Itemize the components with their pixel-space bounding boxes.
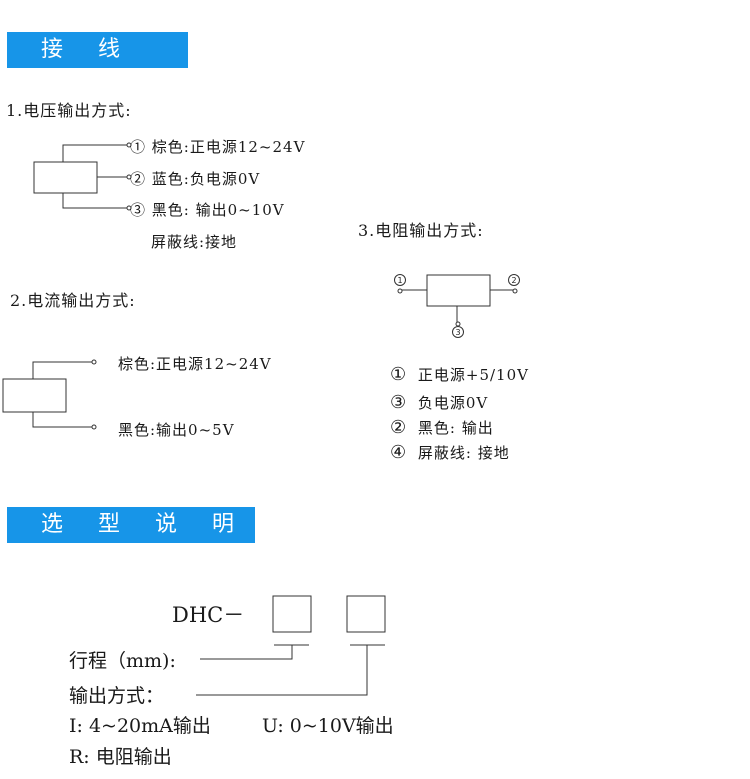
model-code-prefix: DHC－ [172, 603, 245, 627]
current-wire-black [32, 412, 92, 428]
resistor-output-title: 3.电阻输出方式: [358, 221, 484, 240]
current-sensor-box [2, 378, 67, 413]
stroke-leader-line [200, 645, 293, 660]
current-output-title: 2.电流输出方式: [10, 291, 136, 310]
voltage-pin1-label: ① 棕色:正电源12~24V [130, 138, 306, 156]
legend-item: ③ 负电源0V [390, 392, 488, 413]
current-black-label: 黑色:输出0~5V [118, 421, 235, 439]
selection-guide-banner: 选 型 说 明 [7, 507, 255, 543]
legend-mark: ② [390, 417, 407, 438]
current-wire-brown [32, 361, 92, 379]
selection-banner-label: 选 型 说 明 [41, 512, 248, 537]
resistor-pin-bottom-number: 3 [455, 328, 460, 337]
legend-item: ④ 屏蔽线: 接地 [390, 442, 510, 463]
legend-item: ① 正电源+5/10V [390, 364, 529, 385]
voltage-shield-label: 屏蔽线:接地 [151, 233, 238, 251]
option-u: U: 0~10V输出 [262, 715, 394, 737]
wiring-banner-label: 接 线 图 [41, 37, 134, 98]
voltage-pin3-label: ③ 黑色: 输出0~10V [130, 201, 285, 219]
legend-mark: ① [390, 364, 407, 385]
output-code-box [346, 595, 386, 633]
legend-item: ② 黑色: 输出 [390, 417, 494, 438]
current-brown-label: 棕色:正电源12~24V [118, 355, 272, 373]
stroke-label: 行程（mm): [69, 650, 176, 672]
output-leader-line [196, 645, 368, 696]
legend-text: 屏蔽线: 接地 [417, 444, 510, 462]
resistor-pin-left-number: 1 [397, 276, 402, 285]
option-i: I: 4~20mA输出 [69, 715, 211, 737]
legend-text: 正电源+5/10V [417, 366, 529, 384]
resistor-pin-right-number: 2 [511, 276, 516, 285]
wiring-diagram-banner: 接 线 图 [7, 32, 188, 98]
legend-mark: ④ [390, 442, 407, 463]
legend-text: 负电源0V [417, 394, 489, 412]
output-mode-label: 输出方式： [69, 685, 165, 707]
resistor-box [426, 274, 491, 307]
voltage-pin2-label: ② 蓝色:负电源0V [130, 170, 261, 188]
option-r: R: 电阻输出 [69, 746, 172, 768]
voltage-wire-1 [62, 144, 127, 162]
voltage-wire-3 [62, 193, 127, 209]
voltage-sensor-box [33, 161, 98, 194]
stroke-code-box [272, 595, 312, 633]
legend-mark: ③ [390, 392, 407, 413]
legend-text: 黑色: 输出 [417, 419, 494, 437]
voltage-output-title: 1.电压输出方式: [6, 101, 132, 120]
